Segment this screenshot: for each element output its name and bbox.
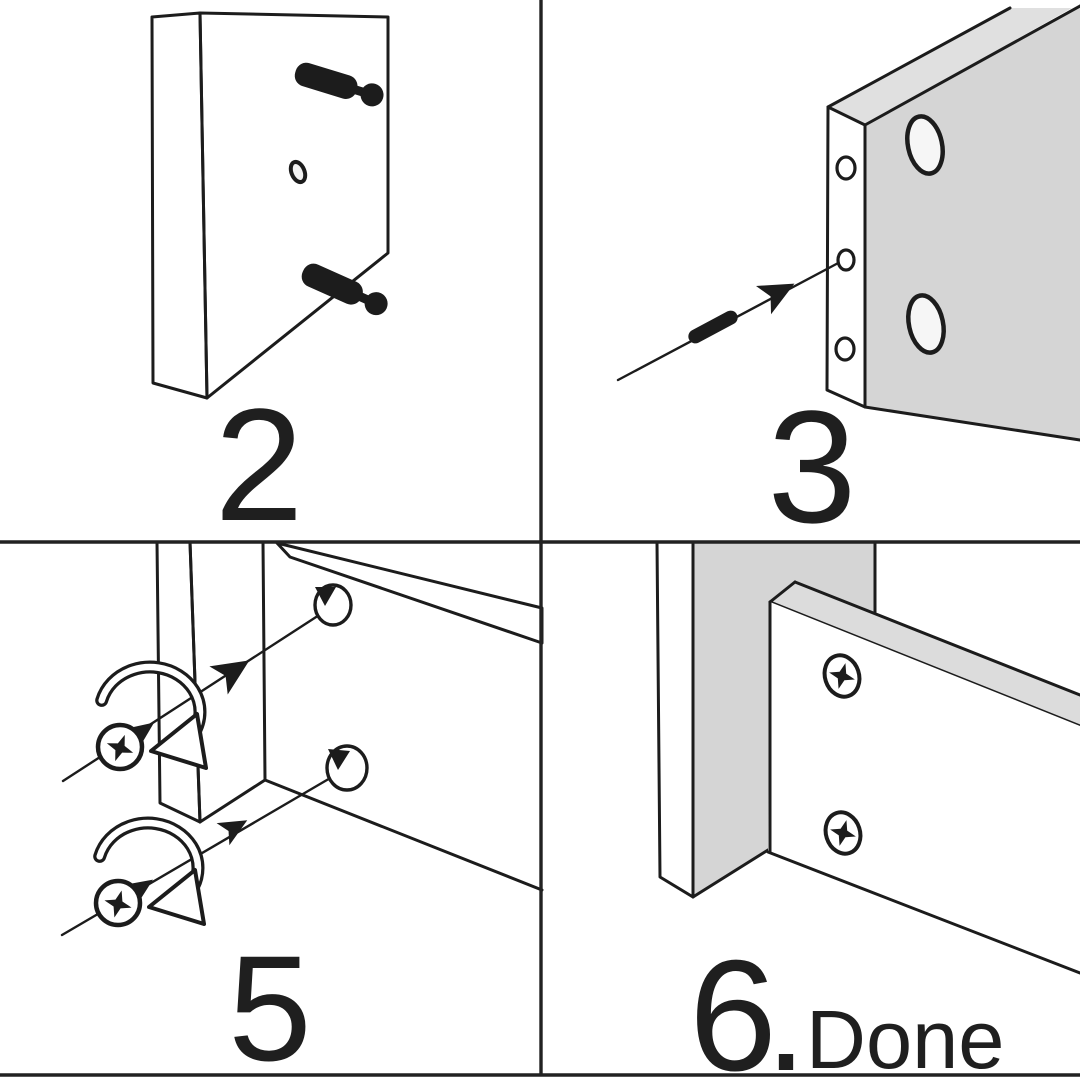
screw-icon	[688, 310, 738, 344]
step-2-panel: 2	[150, 11, 392, 554]
arrowhead-icon	[209, 646, 259, 695]
board-top-face	[828, 8, 1072, 125]
rotation-arrow-icon	[93, 816, 206, 926]
pilot-hole-icon	[325, 744, 369, 792]
step-6-dot: .	[765, 934, 807, 1080]
board-side-face	[693, 542, 875, 897]
shelf-top-face	[770, 582, 1080, 726]
step-5-label: 5	[228, 924, 311, 1080]
shelf-bottom-edge	[263, 778, 544, 892]
step-6-label: 6	[689, 928, 777, 1080]
board-edge-face	[825, 105, 867, 409]
board-edge-face	[655, 540, 695, 899]
cam-dowel-pin-icon	[298, 260, 392, 320]
step-6-caption: Done	[806, 993, 1004, 1080]
cam-lock-hole-icon	[905, 114, 945, 176]
rotation-arrow-icon	[95, 660, 208, 770]
pilot-hole-icon	[834, 336, 856, 362]
pilot-hole-icon	[288, 159, 308, 185]
pilot-hole-icon	[835, 155, 857, 181]
step-3-panel: 3	[616, 4, 1080, 556]
step-6-panel: 6 . Done	[655, 540, 1080, 1080]
cam-lock-hole-icon	[906, 293, 946, 355]
board-edge-face	[150, 11, 209, 400]
board-side-face	[198, 11, 390, 400]
screw-head-icon	[822, 653, 862, 699]
step-5-panel: 5	[60, 540, 544, 1080]
pilot-hole-icon	[836, 248, 856, 272]
screw-icon	[95, 722, 155, 772]
cam-dowel-pin-icon	[292, 60, 387, 110]
step-2-label: 2	[215, 375, 304, 554]
step-3-label: 3	[768, 377, 857, 556]
screw-head-icon	[823, 810, 863, 856]
pilot-hole-icon	[313, 583, 353, 627]
screw-icon	[93, 878, 153, 928]
arrowhead-icon	[756, 269, 802, 315]
